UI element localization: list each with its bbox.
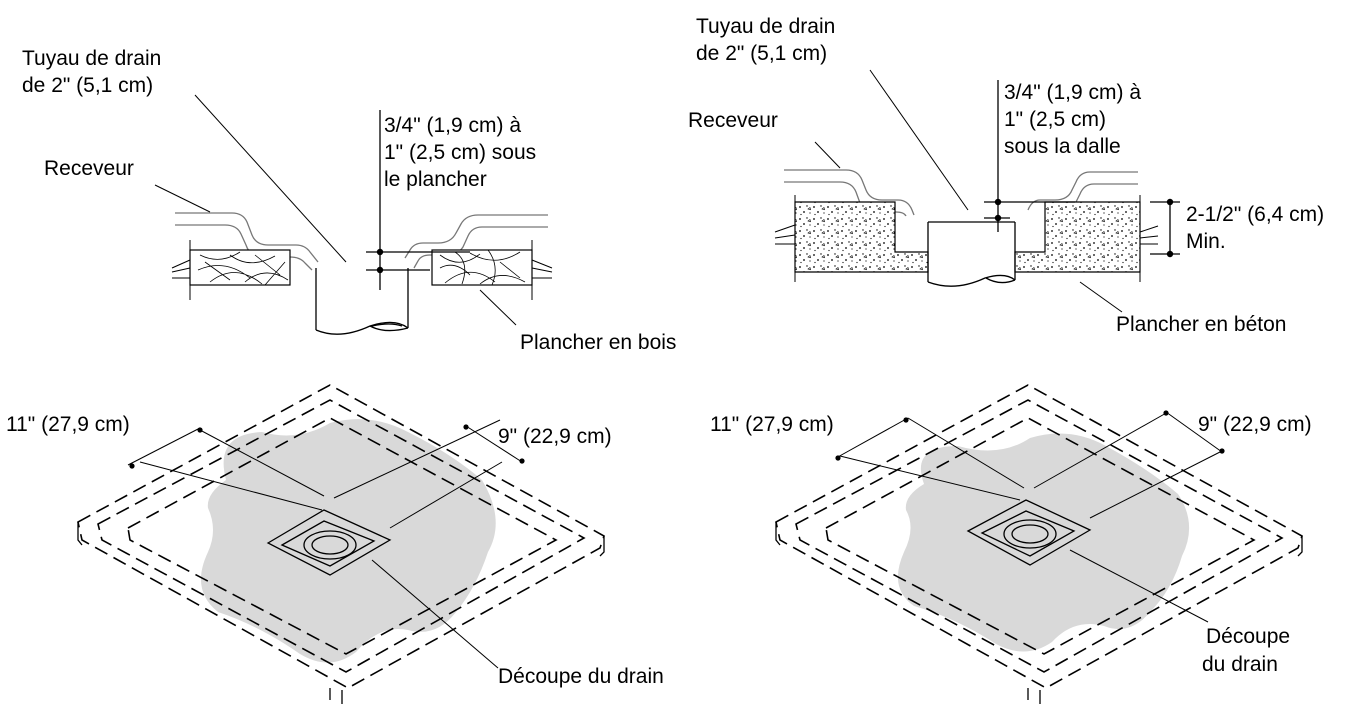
concrete-slab [774, 195, 1159, 282]
wood-block-right [431, 240, 553, 300]
dim-b-label-left: 9" (22,9 cm) [498, 425, 612, 448]
depth-label-left-line1: 3/4" (1,9 cm) à [384, 114, 522, 137]
floor-label-concrete: Plancher en béton [1116, 313, 1287, 336]
concrete-floor-section [774, 69, 1180, 313]
receptor-label-right: Receveur [688, 109, 778, 132]
depth-label-left-line2: 1" (2,5 cm) sous [384, 141, 537, 164]
cutout-label-right-line1: Découpe [1206, 625, 1291, 648]
depth-label-right-line2: 1" (2,5 cm) [1004, 108, 1106, 131]
receptor-plan-right [775, 384, 1303, 704]
receptor-plan-left [77, 384, 605, 704]
floor-label-wood: Plancher en bois [520, 331, 677, 354]
depth-label-right-line1: 3/4" (1,9 cm) à [1004, 81, 1142, 104]
depth-label-right-line3: sous la dalle [1004, 135, 1121, 158]
cutout-label-right-line2: du drain [1202, 653, 1278, 676]
dim-a-label-left: 11" (27,9 cm) [6, 413, 130, 436]
receptor-shell-left [175, 212, 548, 271]
pipe-label-right-line1: Tuyau de drain [696, 15, 836, 38]
wood-block-left [171, 240, 291, 300]
thickness-label-line2: Min. [1186, 230, 1226, 253]
pipe-label-right-line2: de 2" (5,1 cm) [696, 42, 828, 65]
thickness-label-line1: 2-1/2" (6,4 cm) [1186, 203, 1325, 226]
receptor-label-left: Receveur [44, 157, 134, 180]
drain-pipe-left [315, 268, 409, 335]
cutout-label-left: Découpe du drain [498, 665, 664, 688]
depth-label-left-line3: le plancher [384, 168, 487, 191]
wood-floor-section [154, 94, 553, 335]
dim-b-label-right: 9" (22,9 cm) [1198, 413, 1312, 436]
dim-a-label-right: 11" (27,9 cm) [710, 413, 834, 436]
pipe-label-left-line1: Tuyau de drain [22, 47, 162, 70]
pipe-label-left-line2: de 2" (5,1 cm) [22, 74, 154, 97]
drain-pipe-right [927, 221, 1016, 287]
